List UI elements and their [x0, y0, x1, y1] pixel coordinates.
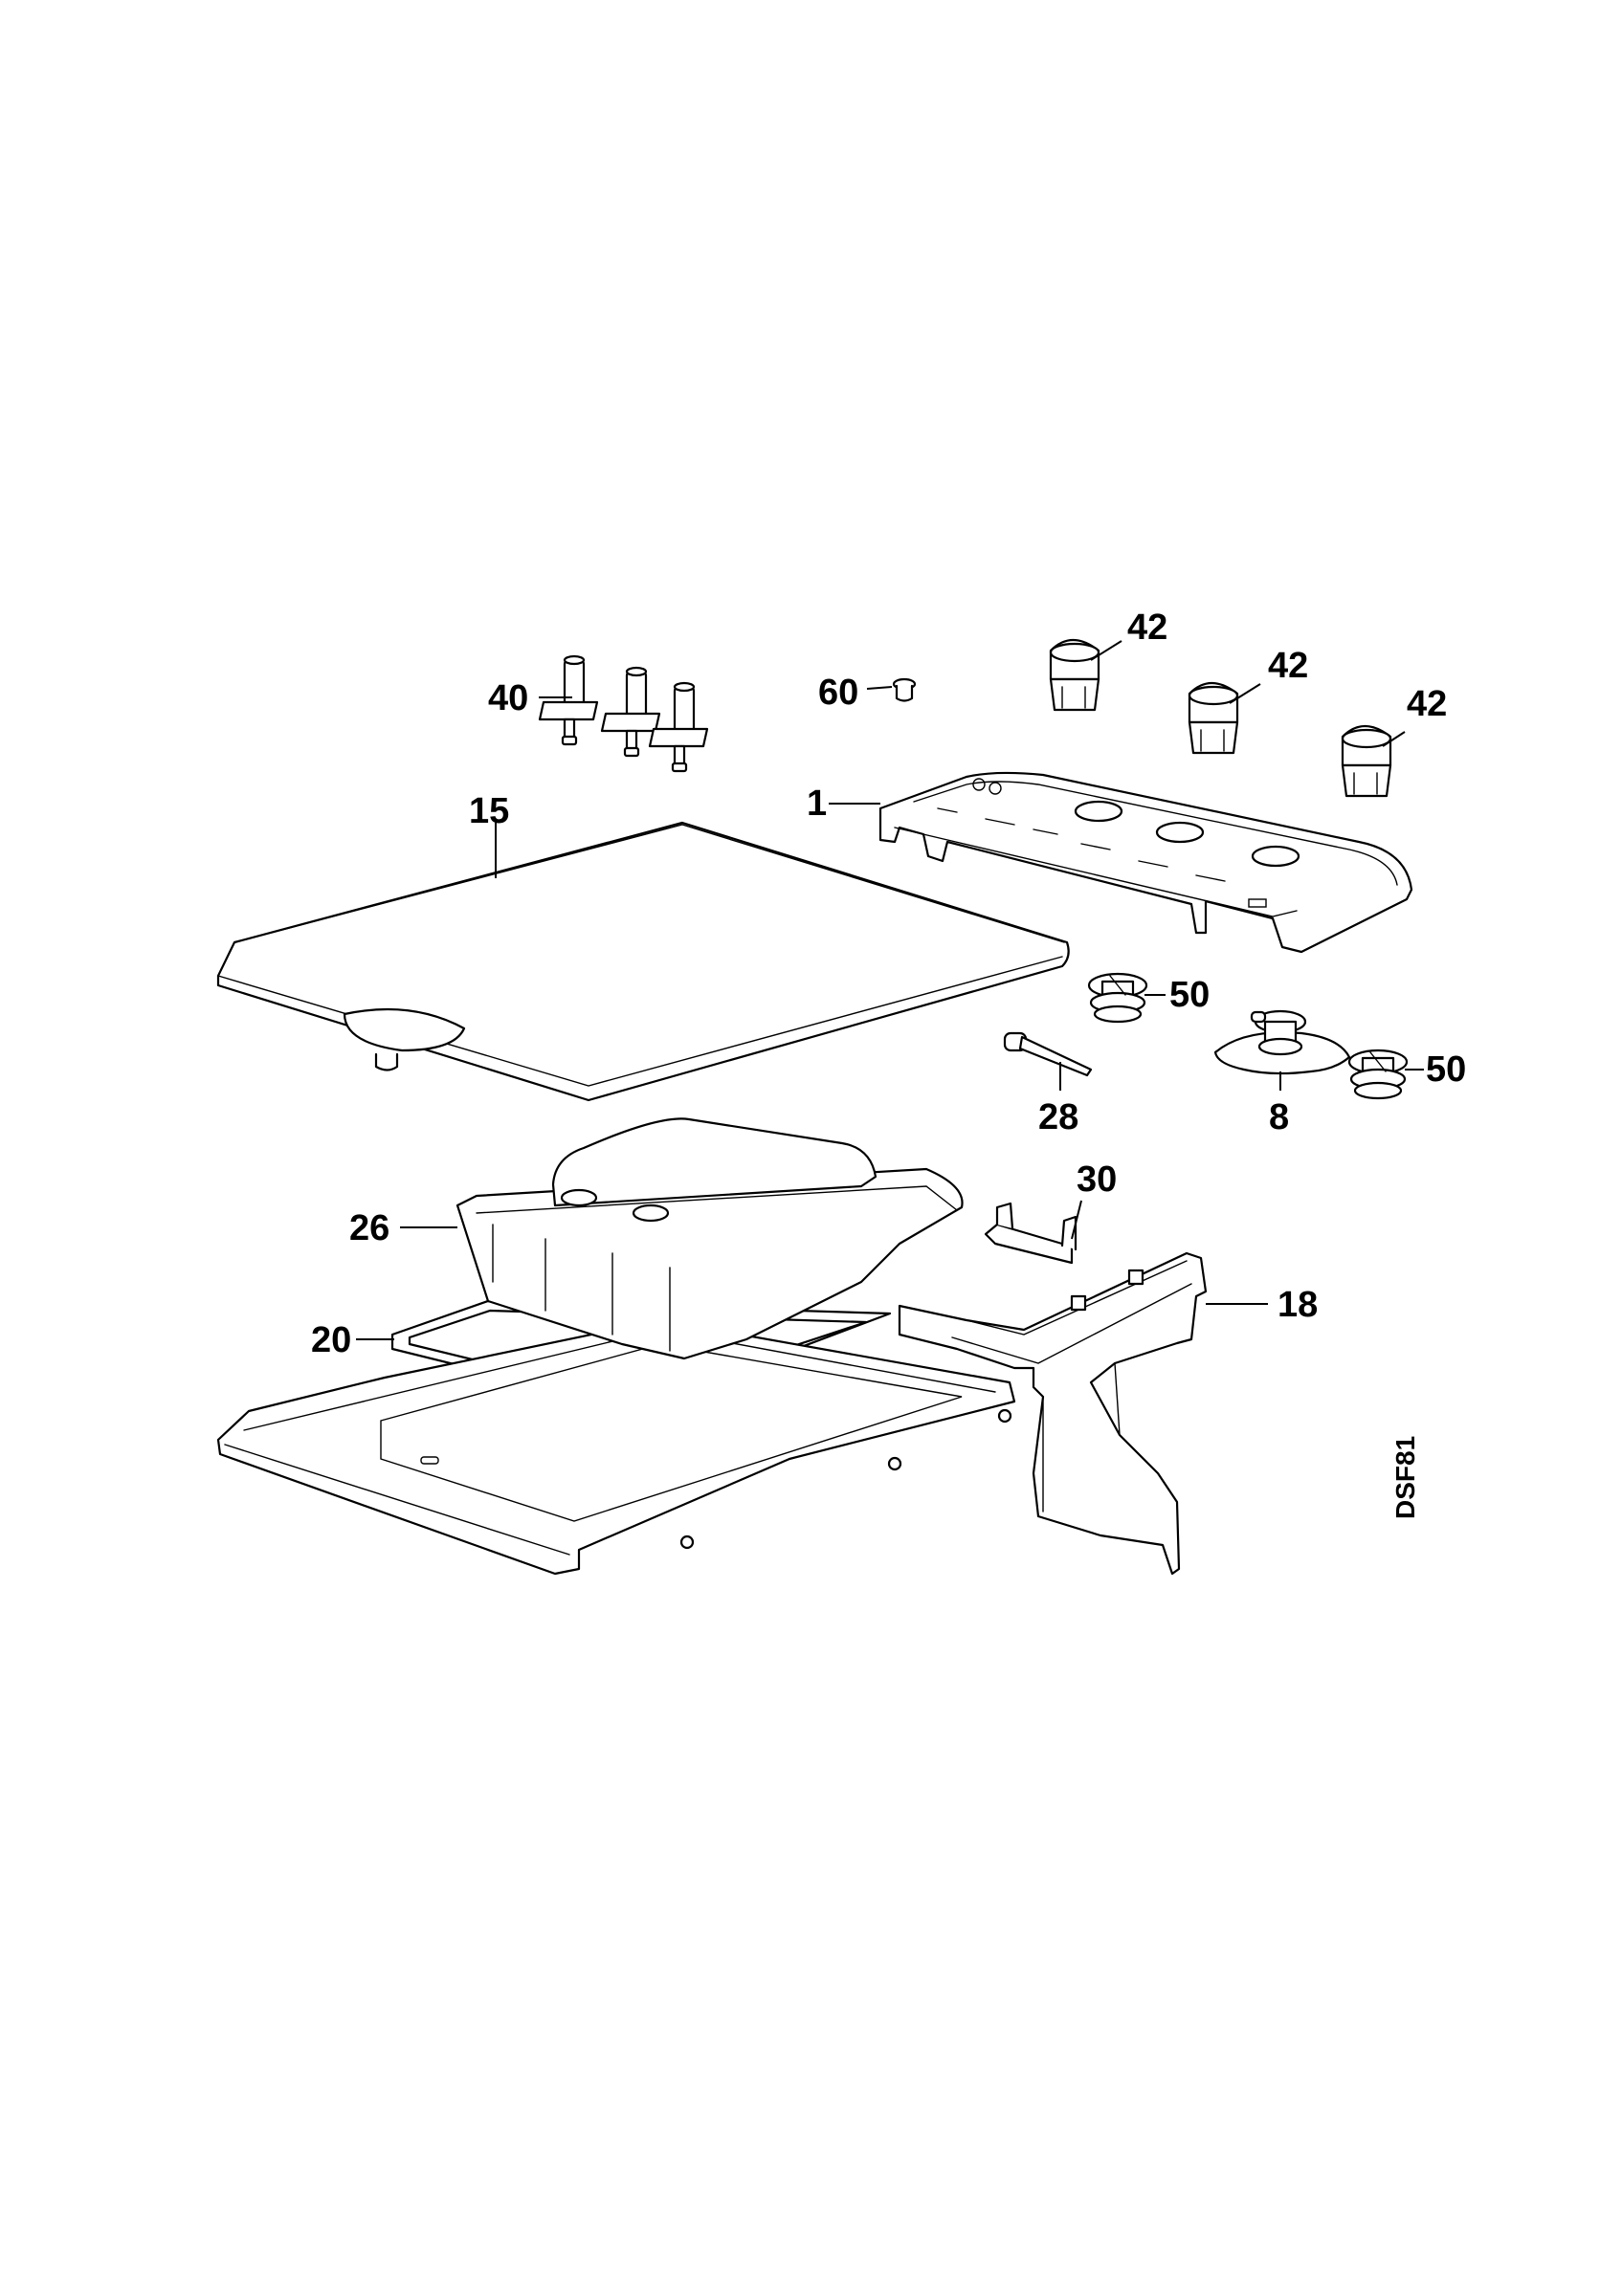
plug-part-60: [866, 677, 917, 702]
dispenser-part-26: [400, 1117, 964, 1360]
callout-50-b: 50: [1426, 1049, 1466, 1090]
callout-28: 28: [1038, 1097, 1078, 1137]
lid-part-15: [216, 821, 1070, 1102]
callout-30: 30: [1077, 1159, 1117, 1200]
callout-42-c: 42: [1407, 684, 1447, 724]
knob-part-42: [1049, 638, 1406, 798]
callout-60: 60: [818, 673, 858, 713]
clip-part-30: [984, 1200, 1082, 1265]
callout-8: 8: [1269, 1097, 1289, 1137]
pin-part-40: [538, 654, 709, 773]
callout-26: 26: [349, 1208, 389, 1248]
callout-20: 20: [311, 1320, 351, 1360]
bracket-part-18: [898, 1251, 1268, 1576]
callout-42-b: 42: [1268, 646, 1308, 686]
part-callouts: 40 60 42 42 42 1 15 50 50 28 8 30 26 18 …: [311, 607, 1466, 1360]
base-tray: [216, 1318, 1016, 1576]
control-panel-part-1: [829, 771, 1413, 954]
probe-part-28: [1003, 1031, 1093, 1091]
valve-mount-part-8: [1213, 1009, 1351, 1091]
drawing-code: DSF81: [1390, 1436, 1420, 1519]
callout-42-a: 42: [1127, 607, 1167, 648]
callout-50-a: 50: [1169, 975, 1210, 1015]
callout-40: 40: [488, 678, 528, 718]
callout-15: 15: [469, 791, 509, 831]
callout-1: 1: [807, 784, 827, 824]
callout-18: 18: [1278, 1285, 1318, 1325]
valve-part-50: [1087, 972, 1424, 1100]
